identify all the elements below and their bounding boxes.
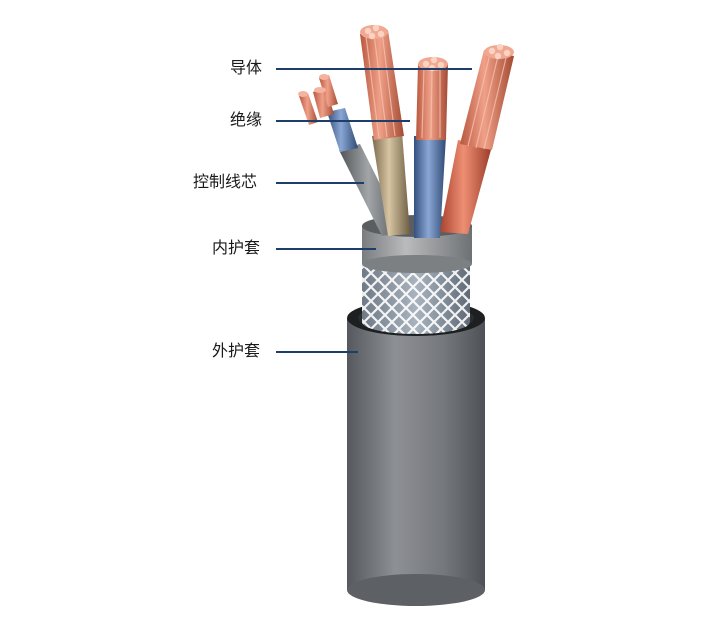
leader-line-control-core	[276, 182, 364, 184]
core-blue	[414, 56, 448, 238]
label-conductor: 导体	[230, 58, 263, 77]
leader-line-conductor	[276, 68, 472, 70]
label-outer-sheath: 外护套	[212, 341, 261, 360]
label-inner-sheath: 内护套	[212, 238, 261, 257]
core-red	[440, 43, 514, 234]
leader-line-outer-sheath	[276, 351, 358, 353]
leader-line-insulation	[276, 120, 410, 122]
label-control-core: 控制线芯	[193, 172, 258, 191]
core-tan	[360, 24, 410, 236]
outer-sheath	[347, 300, 485, 606]
label-insulation: 绝缘	[230, 110, 263, 129]
leader-line-inner-sheath	[276, 248, 376, 250]
